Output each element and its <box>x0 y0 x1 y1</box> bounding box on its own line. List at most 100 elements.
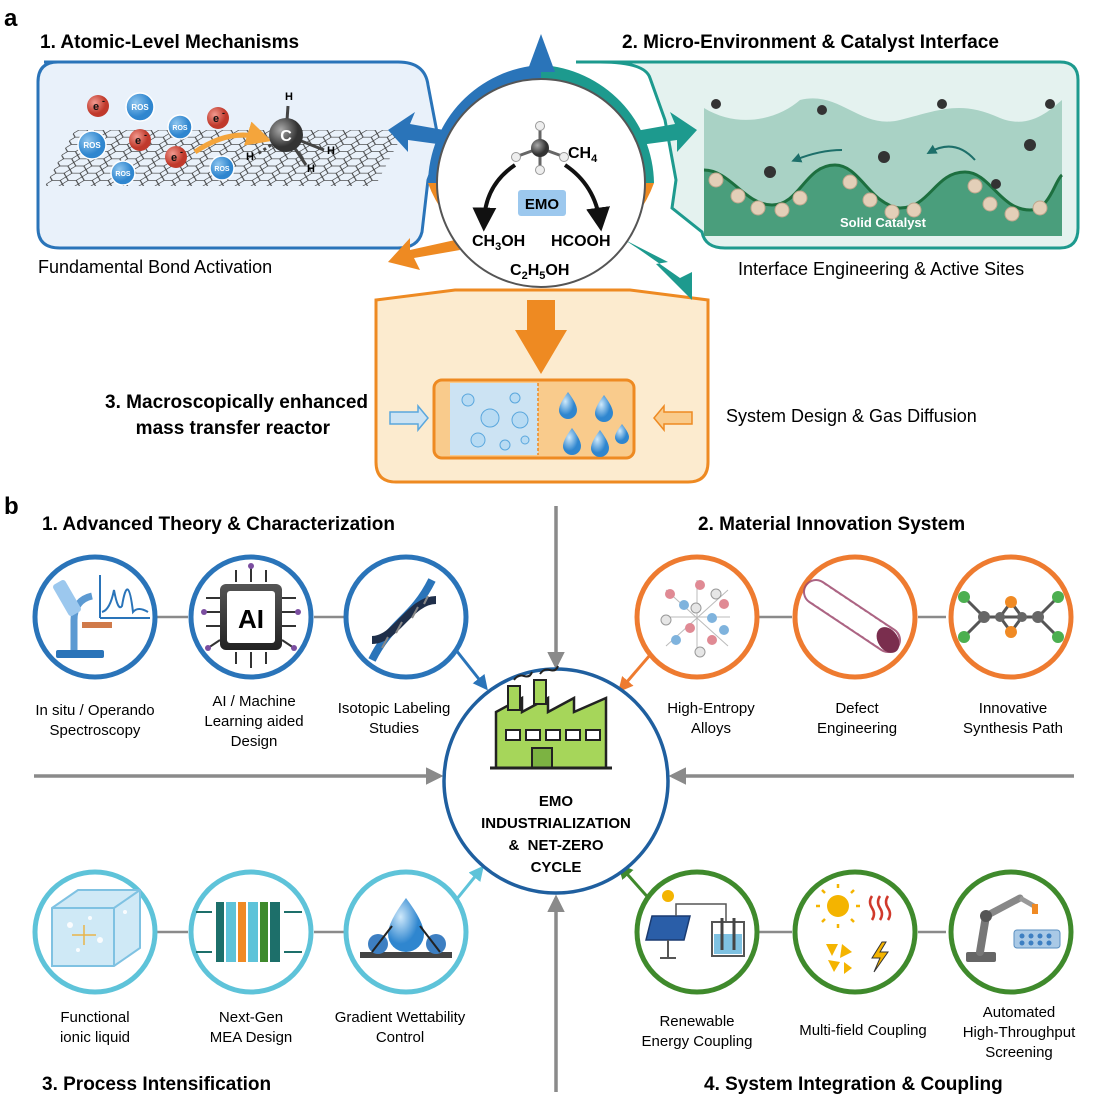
electron-label: e <box>93 101 99 113</box>
section2-title: 2. Micro-Environment & Catalyst Interfac… <box>622 32 999 53</box>
q1-captions: In situ / Operando Spectroscopy AI / Mac… <box>35 693 450 750</box>
electron-charge: - <box>222 108 225 118</box>
automated-screening-node <box>948 869 1074 995</box>
nanotube-icon <box>803 579 901 653</box>
robot-arm-icon <box>966 894 1061 962</box>
isotopic-node <box>343 554 469 680</box>
liquid-cube-icon <box>51 889 141 967</box>
section3-title-line1: 3. Macroscopically enhanced <box>105 392 368 413</box>
caption-wettability-2: Control <box>376 1029 424 1046</box>
microscope-icon <box>53 580 112 658</box>
mea-stack-icon <box>196 902 302 962</box>
hydrogen-label: H <box>246 151 254 163</box>
ai-chip-label: AI <box>238 604 264 634</box>
ros-label: ROS <box>131 103 149 112</box>
electron-particle-icon: e e e e - - - - <box>87 95 229 168</box>
methane-molecule-icon: C H H H H <box>246 91 335 175</box>
mea-design-node <box>188 869 314 995</box>
renewable-energy-node <box>634 869 760 995</box>
caption-renewable-2: Energy Coupling <box>642 1033 753 1050</box>
dna-icon <box>368 578 437 662</box>
caption-mea-1: Next-Gen <box>219 1009 283 1026</box>
caption-ai-2: Learning aided <box>204 713 303 730</box>
liquid-inlet-arrow <box>653 403 693 433</box>
gas-inlet-arrow <box>389 403 429 433</box>
droplet-icon <box>360 898 452 958</box>
caption-renewable-1: Renewable <box>659 1013 734 1030</box>
hub-line-3: & NET-ZERO <box>508 837 603 854</box>
caption-ionic-2: ionic liquid <box>60 1029 130 1046</box>
panel-a-letter: a <box>4 5 18 32</box>
panel-a: a ROS ROS ROS ROS ROS <box>4 5 1080 484</box>
interface-box: Solid Catalyst <box>576 60 1080 250</box>
ros-label: ROS <box>214 166 230 173</box>
hydrogen-label: H <box>327 145 335 157</box>
electron-label: e <box>213 113 219 125</box>
product-ch3oh: CH3OH <box>472 233 525 253</box>
q4-title: 4. System Integration & Coupling <box>704 1074 1003 1095</box>
ros-label: ROS <box>115 171 131 178</box>
wettability-node <box>343 869 469 995</box>
hub-line-1: EMO <box>539 793 574 810</box>
caption-isotopic-1: Isotopic Labeling <box>338 700 451 717</box>
ionic-liquid-node <box>32 869 158 995</box>
caption-defect-1: Defect <box>835 700 879 717</box>
electron-charge: - <box>102 96 105 106</box>
emo-badge <box>518 190 566 216</box>
carbon-label: C <box>280 128 292 145</box>
ros-particle-icon: ROS ROS ROS ROS ROS <box>77 92 235 186</box>
synthesis-path-node <box>948 554 1074 680</box>
caption-spectroscopy-1: In situ / Operando <box>35 702 154 719</box>
caption-ai-1: AI / Machine <box>212 693 295 710</box>
solid-catalyst-label: Solid Catalyst <box>840 215 927 230</box>
caption-wettability-1: Gradient Wettability <box>335 1009 466 1026</box>
caption-alloys-2: Alloys <box>691 720 731 737</box>
panel-b-letter: b <box>4 493 19 520</box>
mechanism-box: ROS ROS ROS ROS ROS e e e e - - - - <box>36 60 442 250</box>
caption-spectroscopy-2: Spectroscopy <box>50 722 141 739</box>
hub-line-2: INDUSTRIALIZATION <box>481 815 631 832</box>
caption-screening-3: Screening <box>985 1044 1053 1061</box>
defect-engineering-node <box>792 554 918 680</box>
solar-electrolyzer-icon <box>645 890 745 959</box>
panel-b: b 1. Advanced Theory & Characterization … <box>4 493 1076 1095</box>
electron-charge: - <box>144 130 147 140</box>
ros-label: ROS <box>172 125 188 132</box>
electron-label: e <box>135 135 141 147</box>
liquid-drop-icon <box>559 392 629 457</box>
methane-icon-group <box>711 99 1055 189</box>
q3-captions: Functional ionic liquid Next-Gen MEA Des… <box>60 1009 466 1046</box>
caption-isotopic-2: Studies <box>369 720 419 737</box>
industrialization-hub: EMO INDUSTRIALIZATION & NET-ZERO CYCLE <box>442 665 670 895</box>
section3-caption: System Design & Gas Diffusion <box>726 406 977 426</box>
methane-center-icon <box>511 121 569 175</box>
emo-hub: CH4 EMO CH3OH HCOOH C2H5OH <box>388 34 697 374</box>
reactant-ch4: CH4 <box>568 145 598 165</box>
q2-title: 2. Material Innovation System <box>698 514 965 535</box>
reactor-box <box>374 288 710 484</box>
factory-icon <box>490 665 612 770</box>
electron-label: e <box>171 152 177 164</box>
product-c2h5oh: C2H5OH <box>510 262 569 282</box>
emo-badge-label: EMO <box>525 196 560 213</box>
q3-title: 3. Process Intensification <box>42 1074 271 1095</box>
spectrum-icon <box>99 575 150 619</box>
caption-multifield-1: Multi-field Coupling <box>799 1022 927 1039</box>
caption-mea-2: MEA Design <box>210 1029 293 1046</box>
multi-field-node <box>792 869 918 995</box>
active-site-icon <box>708 172 1048 222</box>
caption-screening-1: Automated <box>983 1004 1056 1021</box>
gas-bubble-icon <box>461 392 530 451</box>
product-hcooh: HCOOH <box>551 233 611 250</box>
caption-defect-2: Engineering <box>817 720 897 737</box>
caption-synthesis-1: Innovative <box>979 700 1047 717</box>
ros-label: ROS <box>83 141 101 150</box>
hydrogen-label: H <box>285 91 293 103</box>
section3-title-line2: mass transfer reactor <box>136 418 331 439</box>
high-entropy-node <box>634 554 760 680</box>
spectroscopy-node <box>32 554 158 680</box>
section1-caption: Fundamental Bond Activation <box>38 257 272 277</box>
hub-line-4: CYCLE <box>531 859 582 876</box>
caption-ionic-1: Functional <box>60 1009 129 1026</box>
caption-synthesis-2: Synthesis Path <box>963 720 1063 737</box>
